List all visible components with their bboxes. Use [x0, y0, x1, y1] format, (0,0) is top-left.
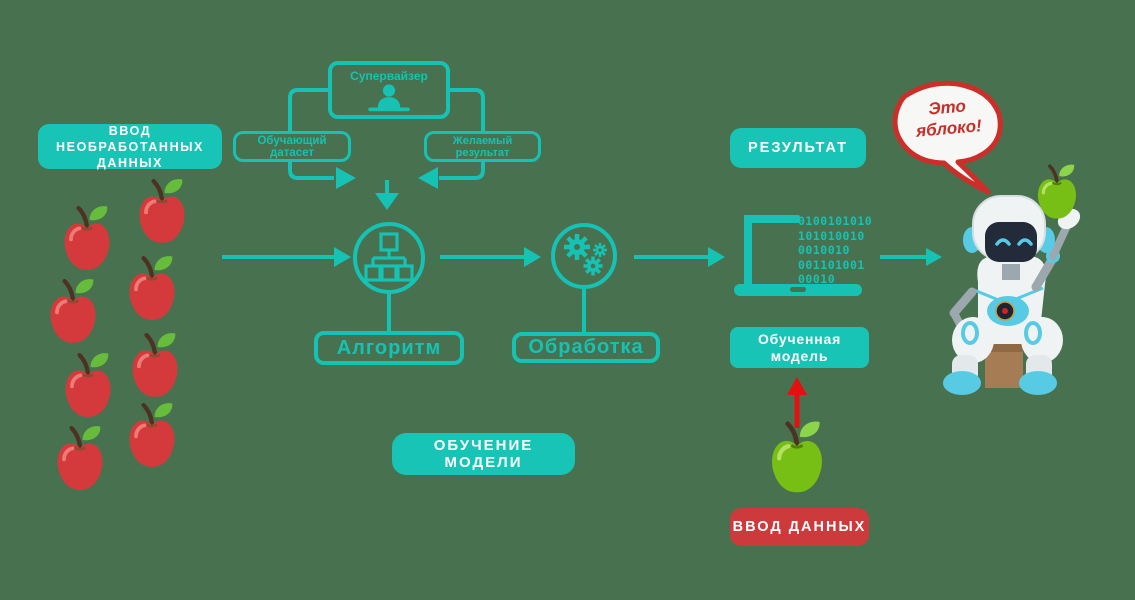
speech-bubble: [892, 80, 1003, 195]
binary-row: 0010010: [798, 243, 850, 257]
data-input-label: ВВОД ДАННЫХ: [730, 508, 869, 546]
desired-result-box: Желаемый результат: [424, 131, 541, 162]
result-label: РЕЗУЛЬТАТ: [730, 128, 866, 168]
trained-model-line1: Обученная: [757, 330, 842, 347]
robot-legs: [943, 317, 1063, 395]
binary-row: 00010: [798, 272, 836, 286]
red-apple: [66, 353, 111, 417]
data-input-arrow: [787, 377, 807, 428]
laptop-icon: [734, 215, 862, 296]
trained-model-line2: модель: [770, 347, 829, 364]
trained-model-box: Обученная модель: [730, 327, 869, 368]
arrowhead-left: [418, 167, 438, 189]
binary-row: 101010010: [798, 229, 865, 243]
speech-bubble-text: Это яблоко!: [901, 93, 994, 143]
processing-label: Обработка: [528, 336, 644, 358]
supervisor-box: Супервайзер: [328, 61, 450, 119]
flow-arrowheads: [334, 247, 942, 267]
binary-row: 0100101010: [798, 214, 873, 228]
training-dataset-label: Обучающий датасет: [257, 134, 327, 159]
robot-head: [963, 195, 1055, 262]
supervisor-label: Супервайзер: [350, 69, 428, 83]
supervisor-icon: [368, 84, 410, 112]
gears-icon: [564, 234, 607, 276]
raw-apples-group: [51, 179, 185, 490]
arrowhead-right: [336, 167, 356, 189]
binary-row: 001101001: [798, 258, 865, 272]
raw-data-input-label: ВВОД НЕОБРАБОТАННЫХ ДАННЫХ: [38, 123, 222, 170]
robot-chest-core: [987, 296, 1029, 326]
model-training-text: ОБУЧЕНИЕ МОДЕЛИ: [433, 437, 534, 471]
desired-result-line2: результат: [455, 146, 510, 159]
algorithm-box: Алгоритм: [314, 331, 464, 365]
processing-box: Обработка: [512, 332, 660, 363]
red-apple: [51, 279, 96, 343]
processing-node: [551, 223, 617, 333]
arrowhead-down: [375, 193, 399, 210]
model-training-label: ОБУЧЕНИЕ МОДЕЛИ: [392, 433, 575, 475]
red-apple: [65, 206, 110, 270]
hierarchy-icon: [364, 232, 414, 282]
supervisor-arrowheads: [336, 167, 438, 210]
green-apple-input: [772, 422, 822, 493]
red-apple: [130, 256, 175, 320]
raw-data-input-line1: ВВОД НЕОБРАБОТАННЫХ: [56, 123, 204, 154]
algorithm-node: [353, 222, 425, 333]
red-apple: [130, 403, 175, 467]
robot-eye-left: [995, 238, 1011, 246]
robot-eye-right: [1017, 238, 1033, 246]
red-apple: [133, 333, 178, 397]
green-apple-held: [1036, 162, 1078, 221]
raw-data-input-line2: ДАННЫХ: [96, 155, 164, 170]
robot: [943, 195, 1081, 395]
data-input-text: ВВОД ДАННЫХ: [732, 519, 867, 535]
robot-neck: [1002, 264, 1020, 280]
red-apple: [140, 179, 185, 243]
crate: [985, 344, 1023, 388]
desired-result-line1: Желаемый: [452, 134, 513, 147]
result-text: РЕЗУЛЬТАТ: [747, 140, 849, 156]
training-dataset-box: Обучающий датасет: [233, 131, 351, 162]
algorithm-label: Алгоритм: [336, 336, 442, 359]
red-apple: [58, 426, 103, 490]
